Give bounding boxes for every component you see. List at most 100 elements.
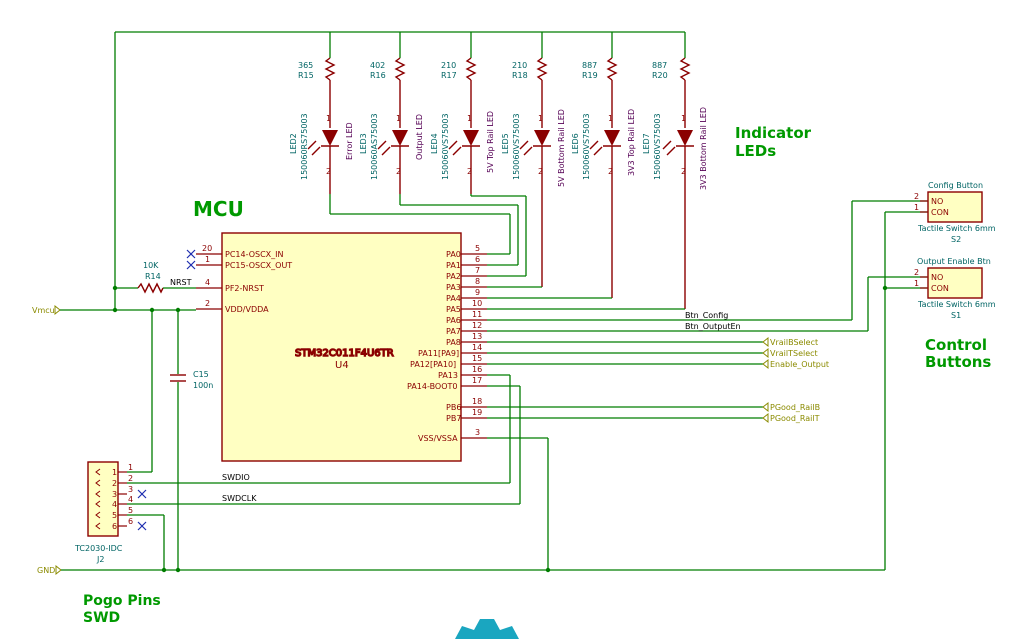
led7-label: 3V3 Bottom Rail LED <box>699 107 708 190</box>
vrailbselect-label: VrailBSelect <box>770 338 818 347</box>
svg-text:1: 1 <box>914 203 919 212</box>
gear-logo-icon <box>455 619 519 639</box>
mcu-title: MCU <box>193 197 244 221</box>
resistor-r16 <box>394 57 406 81</box>
switch-s1-part: Tactile Switch 6mm <box>917 300 996 309</box>
svg-text:3: 3 <box>128 485 133 494</box>
svg-text:15: 15 <box>472 354 482 363</box>
svg-text:1: 1 <box>467 114 472 123</box>
svg-text:5: 5 <box>128 506 133 515</box>
pogo-title-line1: Pogo Pins <box>83 593 161 609</box>
btn-config-net-label: Btn_Config <box>685 311 728 320</box>
led5-part: 150060VS75003 <box>512 113 521 180</box>
svg-text:PA3: PA3 <box>446 283 461 292</box>
led6-part: 150060VS75003 <box>582 113 591 180</box>
svg-text:2: 2 <box>681 167 686 176</box>
svg-text:1: 1 <box>128 463 133 472</box>
mcu-part: STM32C011F4U6TR <box>295 348 394 359</box>
svg-text:13: 13 <box>472 332 482 341</box>
c15-value: 100n <box>193 381 213 390</box>
svg-text:6: 6 <box>128 517 133 526</box>
mcu-left-pins: 20 PC14-OSCX_IN 1 PC15-OSCX_OUT 4 PF2-NR… <box>196 244 292 314</box>
led4-symbol <box>463 130 479 146</box>
connector-ref: J2 <box>96 555 104 564</box>
svg-text:2: 2 <box>326 167 331 176</box>
led-channel-2: 402 R16 1 2 LED3 150060AS75003 Output LE… <box>359 32 519 266</box>
svg-text:3: 3 <box>475 428 480 437</box>
svg-text:PA1: PA1 <box>446 261 461 270</box>
svg-text:4: 4 <box>128 495 133 504</box>
led7-symbol <box>677 130 693 146</box>
mcu-body <box>221 232 462 462</box>
r20-value: 887 <box>652 61 667 70</box>
svg-text:12: 12 <box>472 321 482 330</box>
switch-s2-body[interactable] <box>927 191 983 223</box>
svg-text:2: 2 <box>538 167 543 176</box>
switch-s2[interactable]: 2 1 NO CON Config Button Tactile Switch … <box>914 181 996 244</box>
gnd-label: GND <box>37 566 55 575</box>
c15-ref: C15 <box>193 370 209 379</box>
svg-text:5: 5 <box>112 511 117 520</box>
svg-text:10: 10 <box>472 299 482 308</box>
svg-text:6: 6 <box>475 255 480 264</box>
vmcu-label: Vmcu <box>32 306 55 315</box>
led2-label: Error LED <box>345 122 354 160</box>
svg-text:6: 6 <box>112 522 117 531</box>
connector-j2-pins: 11 22 33 44 55 66 <box>95 463 133 531</box>
svg-text:1: 1 <box>326 114 331 123</box>
r16-ref: R16 <box>370 71 386 80</box>
swdclk-net-label: SWDCLK <box>222 494 257 503</box>
svg-text:2: 2 <box>205 299 210 308</box>
connector-part: TC2030-IDC <box>74 544 123 553</box>
control-title-line1: Control <box>925 336 987 354</box>
svg-text:PA14-BOOT0: PA14-BOOT0 <box>407 382 457 391</box>
svg-text:2: 2 <box>128 474 133 483</box>
r19-value: 887 <box>582 61 597 70</box>
r17-value: 210 <box>441 61 456 70</box>
r16-value: 402 <box>370 61 385 70</box>
svg-text:PB6: PB6 <box>446 403 461 412</box>
r15-value: 365 <box>298 61 313 70</box>
led2-symbol <box>322 130 338 146</box>
svg-text:PA7: PA7 <box>446 327 461 336</box>
led3-symbol <box>392 130 408 146</box>
switch-s1-title: Output Enable Btn <box>917 257 991 266</box>
switch-s1[interactable]: 2 1 NO CON Output Enable Btn Tactile Swi… <box>914 257 996 320</box>
svg-text:PF2-NRST: PF2-NRST <box>225 284 264 293</box>
pgood-railb-label: PGood_RailB <box>770 403 820 412</box>
resistor-r17 <box>465 57 477 81</box>
svg-text:4: 4 <box>205 278 210 287</box>
svg-text:1: 1 <box>112 468 117 477</box>
svg-text:1: 1 <box>205 255 210 264</box>
led3-part: 150060AS75003 <box>370 113 379 180</box>
svg-text:2: 2 <box>467 167 472 176</box>
svg-text:PA5: PA5 <box>446 305 461 314</box>
led6-ref: LED6 <box>571 133 580 154</box>
svg-text:18: 18 <box>472 397 482 406</box>
svg-text:NO: NO <box>931 273 943 282</box>
svg-text:PB7: PB7 <box>446 414 461 423</box>
r19-ref: R19 <box>582 71 598 80</box>
svg-text:PA0: PA0 <box>446 250 461 259</box>
switch-s1-ref: S1 <box>951 311 961 320</box>
vrailtselect-label: VrailTSelect <box>770 349 818 358</box>
led6-symbol <box>604 130 620 146</box>
svg-text:3: 3 <box>112 490 117 499</box>
led-channel-6: 887 R20 1 2 LED7 150060VS75003 3V3 Botto… <box>487 32 708 310</box>
svg-text:NO: NO <box>931 197 943 206</box>
r15-ref: R15 <box>298 71 314 80</box>
pogo-title-line2: SWD <box>83 610 120 626</box>
svg-text:PA8: PA8 <box>446 338 461 347</box>
svg-text:1: 1 <box>538 114 543 123</box>
btn-outputen-net-label: Btn_OutputEn <box>685 322 741 331</box>
led4-part: 150060VS75003 <box>441 113 450 180</box>
led3-ref: LED3 <box>359 133 368 154</box>
svg-text:8: 8 <box>475 277 480 286</box>
switch-s1-body[interactable] <box>927 267 983 299</box>
svg-text:1: 1 <box>914 279 919 288</box>
svg-text:PC14-OSCX_IN: PC14-OSCX_IN <box>225 250 284 259</box>
svg-text:11: 11 <box>472 310 482 319</box>
resistor-r18 <box>536 57 548 81</box>
svg-text:9: 9 <box>475 288 480 297</box>
